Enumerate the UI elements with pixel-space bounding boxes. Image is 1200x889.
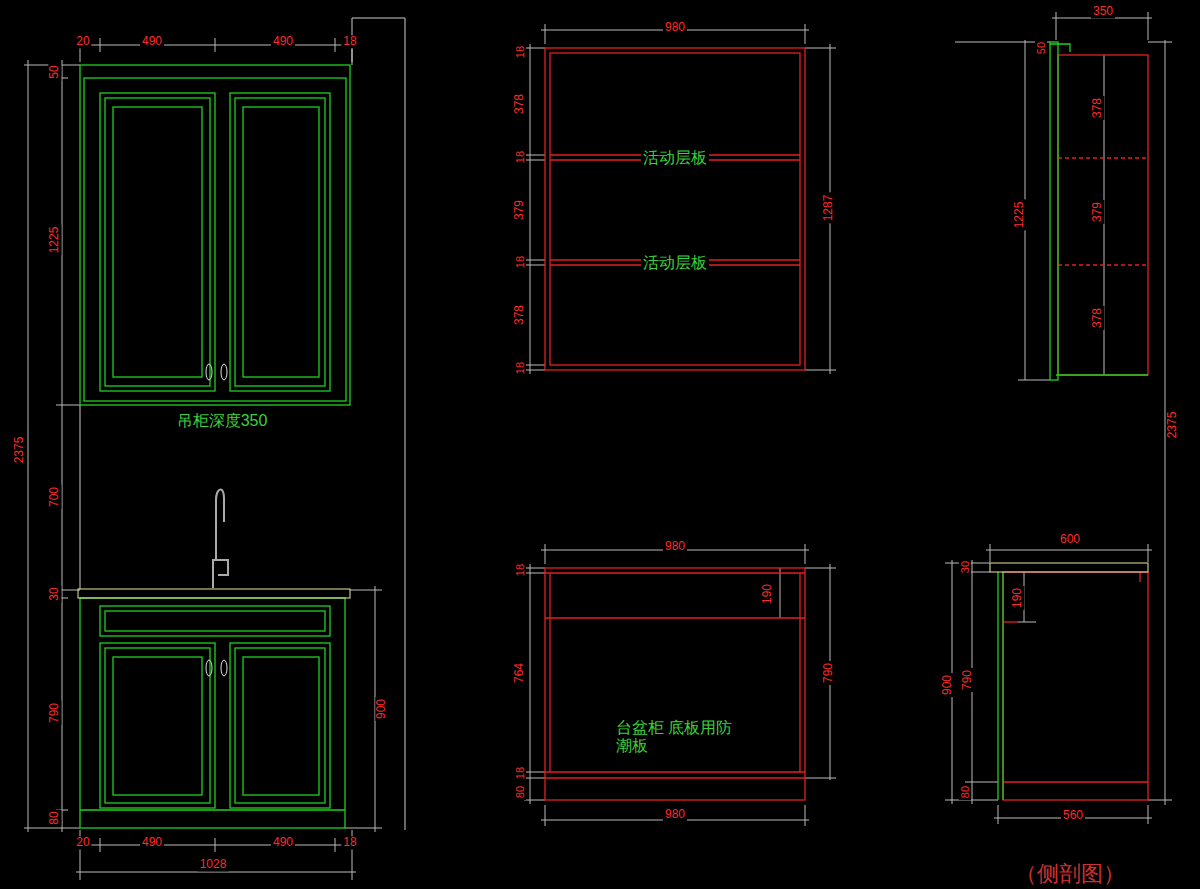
dimension-text: 560	[1061, 809, 1085, 822]
dimension-text: 2375	[1166, 410, 1179, 441]
dimension-text: 1028	[198, 858, 229, 871]
dimension-text: 350	[1091, 5, 1115, 18]
dimension-text: 764	[513, 661, 526, 685]
dimension-text: 80	[959, 784, 971, 800]
caption: （侧剖图）	[1013, 862, 1127, 886]
dimension-text: 1287	[822, 193, 835, 224]
dimension-text: 18	[341, 35, 358, 48]
dimension-text: 980	[663, 540, 687, 553]
dimension-text: 790	[822, 661, 835, 685]
dimension-text: 30	[48, 585, 61, 602]
dimension-text: 378	[1091, 96, 1104, 120]
dimension-text: 490	[140, 836, 164, 849]
dimension-text: 18	[514, 254, 526, 270]
dimension-text: 1225	[1013, 200, 1026, 231]
dimension-text: 80	[48, 809, 61, 826]
dimension-text: 18	[341, 836, 358, 849]
dimension-text: 378	[1091, 306, 1104, 330]
dimension-text: 20	[74, 35, 91, 48]
dimension-text: 900	[941, 673, 954, 697]
dimension-text: 600	[1058, 533, 1082, 546]
dimension-text: 30	[959, 559, 971, 575]
note-text: 活动层板	[641, 254, 709, 272]
dimension-text: 700	[48, 485, 61, 509]
dimension-text: 50	[1035, 40, 1047, 56]
dimension-text: 490	[271, 836, 295, 849]
dimension-text: 980	[663, 808, 687, 821]
dimension-text: 490	[140, 35, 164, 48]
note-text: 台盆柜 底板用防潮板	[614, 719, 746, 754]
dimension-text: 80	[514, 784, 526, 800]
dimension-text: 190	[1011, 586, 1024, 610]
dimension-text: 20	[74, 836, 91, 849]
dimension-text: 18	[514, 562, 526, 578]
dimension-text: 18	[514, 149, 526, 165]
dimension-text: 50	[48, 63, 61, 80]
dimension-text: 190	[761, 582, 774, 606]
dimension-text: 18	[514, 360, 526, 376]
dimension-text: 2375	[13, 435, 26, 466]
dimension-text: 490	[271, 35, 295, 48]
dimension-text: 790	[48, 701, 61, 725]
dimension-text: 18	[514, 44, 526, 60]
dimension-text: 378	[513, 303, 526, 327]
dimension-text: 1225	[48, 225, 61, 256]
dimension-text: 379	[1091, 200, 1104, 224]
note-text: 吊柜深度350	[175, 412, 270, 430]
dimension-text: 379	[513, 198, 526, 222]
note-text: 活动层板	[641, 149, 709, 167]
dimension-text: 980	[663, 21, 687, 34]
dimension-text: 18	[514, 765, 526, 781]
dimension-text: 900	[375, 697, 388, 721]
dimension-text: 790	[961, 668, 974, 692]
dimension-text: 378	[513, 92, 526, 116]
